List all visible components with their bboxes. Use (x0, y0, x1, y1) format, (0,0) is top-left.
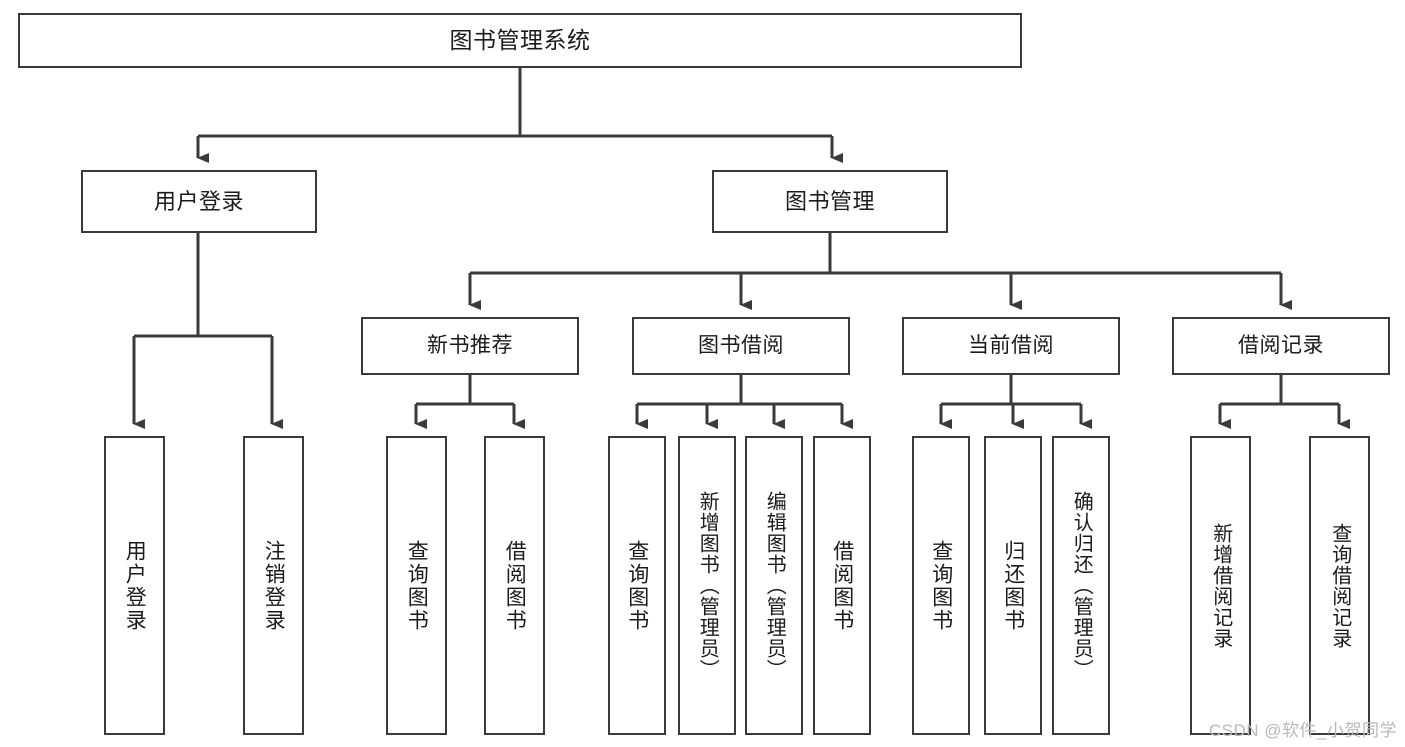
node-book-borrow-label: 图书借阅 (698, 333, 784, 357)
leaf-user-login[interactable]: 用户登录 (104, 436, 165, 735)
leaf-add-borrow-record[interactable]: 新增借阅记录 (1190, 436, 1251, 735)
leaf-return-books[interactable]: 归还图书 (984, 436, 1042, 735)
leaf-borrow-books-recommend[interactable]: 借阅图书 (484, 436, 545, 735)
node-user-login[interactable]: 用户登录 (81, 170, 317, 233)
node-new-book-recommend[interactable]: 新书推荐 (361, 317, 579, 375)
node-borrow-records-label: 借阅记录 (1238, 333, 1324, 357)
leaf-query-books-borrow[interactable]: 查询图书 (608, 436, 666, 735)
leaf-borrow-books[interactable]: 借阅图书 (813, 436, 871, 735)
leaf-borrow-books-recommend-label: 借阅图书 (503, 539, 527, 632)
watermark: CSDN @软件_小贺同学 (1208, 721, 1397, 740)
leaf-query-books-borrow-label: 查询图书 (625, 539, 649, 632)
leaf-user-login-label: 用户登录 (123, 539, 147, 632)
leaf-borrow-books-label: 借阅图书 (830, 539, 854, 632)
leaf-confirm-return-admin[interactable]: 确认归还（管理员） (1052, 436, 1110, 735)
leaf-edit-book-admin[interactable]: 编辑图书（管理员） (745, 436, 803, 735)
leaf-logout[interactable]: 注销登录 (243, 436, 304, 735)
leaf-query-books-current-label: 查询图书 (929, 539, 953, 632)
node-new-book-recommend-label: 新书推荐 (427, 333, 513, 357)
node-book-management-label: 图书管理 (784, 188, 875, 214)
leaf-add-borrow-record-label: 新增借阅记录 (1209, 522, 1232, 649)
node-root-label: 图书管理系统 (449, 26, 591, 53)
leaf-confirm-return-admin-label: 确认归还（管理员） (1070, 491, 1093, 680)
node-current-borrow-label: 当前借阅 (968, 333, 1054, 357)
leaf-query-borrow-record-label: 查询借阅记录 (1328, 522, 1351, 649)
leaf-add-book-admin[interactable]: 新增图书（管理员） (678, 436, 736, 735)
node-borrow-records[interactable]: 借阅记录 (1172, 317, 1390, 375)
node-user-login-label: 用户登录 (153, 188, 244, 214)
node-book-borrow[interactable]: 图书借阅 (632, 317, 850, 375)
leaf-query-borrow-record[interactable]: 查询借阅记录 (1309, 436, 1370, 735)
leaf-edit-book-admin-label: 编辑图书（管理员） (763, 491, 786, 680)
leaf-query-books-recommend-label: 查询图书 (405, 539, 429, 632)
leaf-query-books-current[interactable]: 查询图书 (912, 436, 970, 735)
leaf-add-book-admin-label: 新增图书（管理员） (696, 491, 719, 680)
node-root[interactable]: 图书管理系统 (18, 13, 1022, 68)
node-current-borrow[interactable]: 当前借阅 (902, 317, 1120, 375)
leaf-logout-label: 注销登录 (262, 539, 286, 632)
node-book-management[interactable]: 图书管理 (712, 170, 948, 233)
leaf-query-books-recommend[interactable]: 查询图书 (386, 436, 447, 735)
leaf-return-books-label: 归还图书 (1001, 539, 1025, 632)
